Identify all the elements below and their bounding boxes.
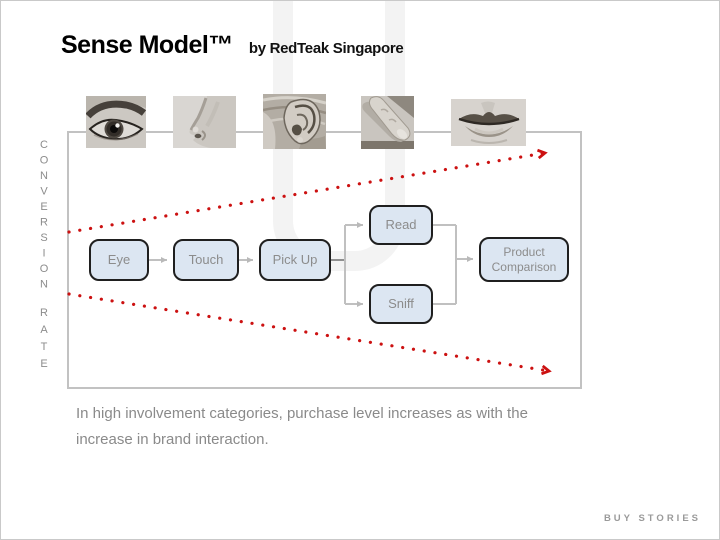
eye-photo: [86, 96, 146, 148]
page-title: Sense Model™: [61, 31, 233, 59]
nose-photo: [173, 96, 236, 148]
footer-brand: BUY STORIES: [603, 513, 701, 524]
finger-photo: [361, 96, 414, 149]
flow-box-eye: Eye: [89, 239, 149, 281]
flow-box-pick-up: Pick Up: [259, 239, 331, 281]
lips-photo: [451, 99, 526, 146]
page-subtitle: by RedTeak Singapore: [248, 40, 404, 57]
conversion-axis-label: CONVERSION: [38, 139, 50, 294]
title-row: Sense Model™ by RedTeak Singapore: [61, 31, 404, 60]
rate-axis-label: RATE: [38, 307, 50, 375]
flow-box-read: Read: [369, 205, 433, 245]
flow-box-product-comparison: Product Comparison: [479, 237, 569, 282]
flow-box-touch: Touch: [173, 239, 239, 281]
flow-box-sniff: Sniff: [369, 284, 433, 324]
caption-text: In high involvement categories, purchase…: [76, 405, 528, 449]
ear-photo: [263, 94, 326, 149]
